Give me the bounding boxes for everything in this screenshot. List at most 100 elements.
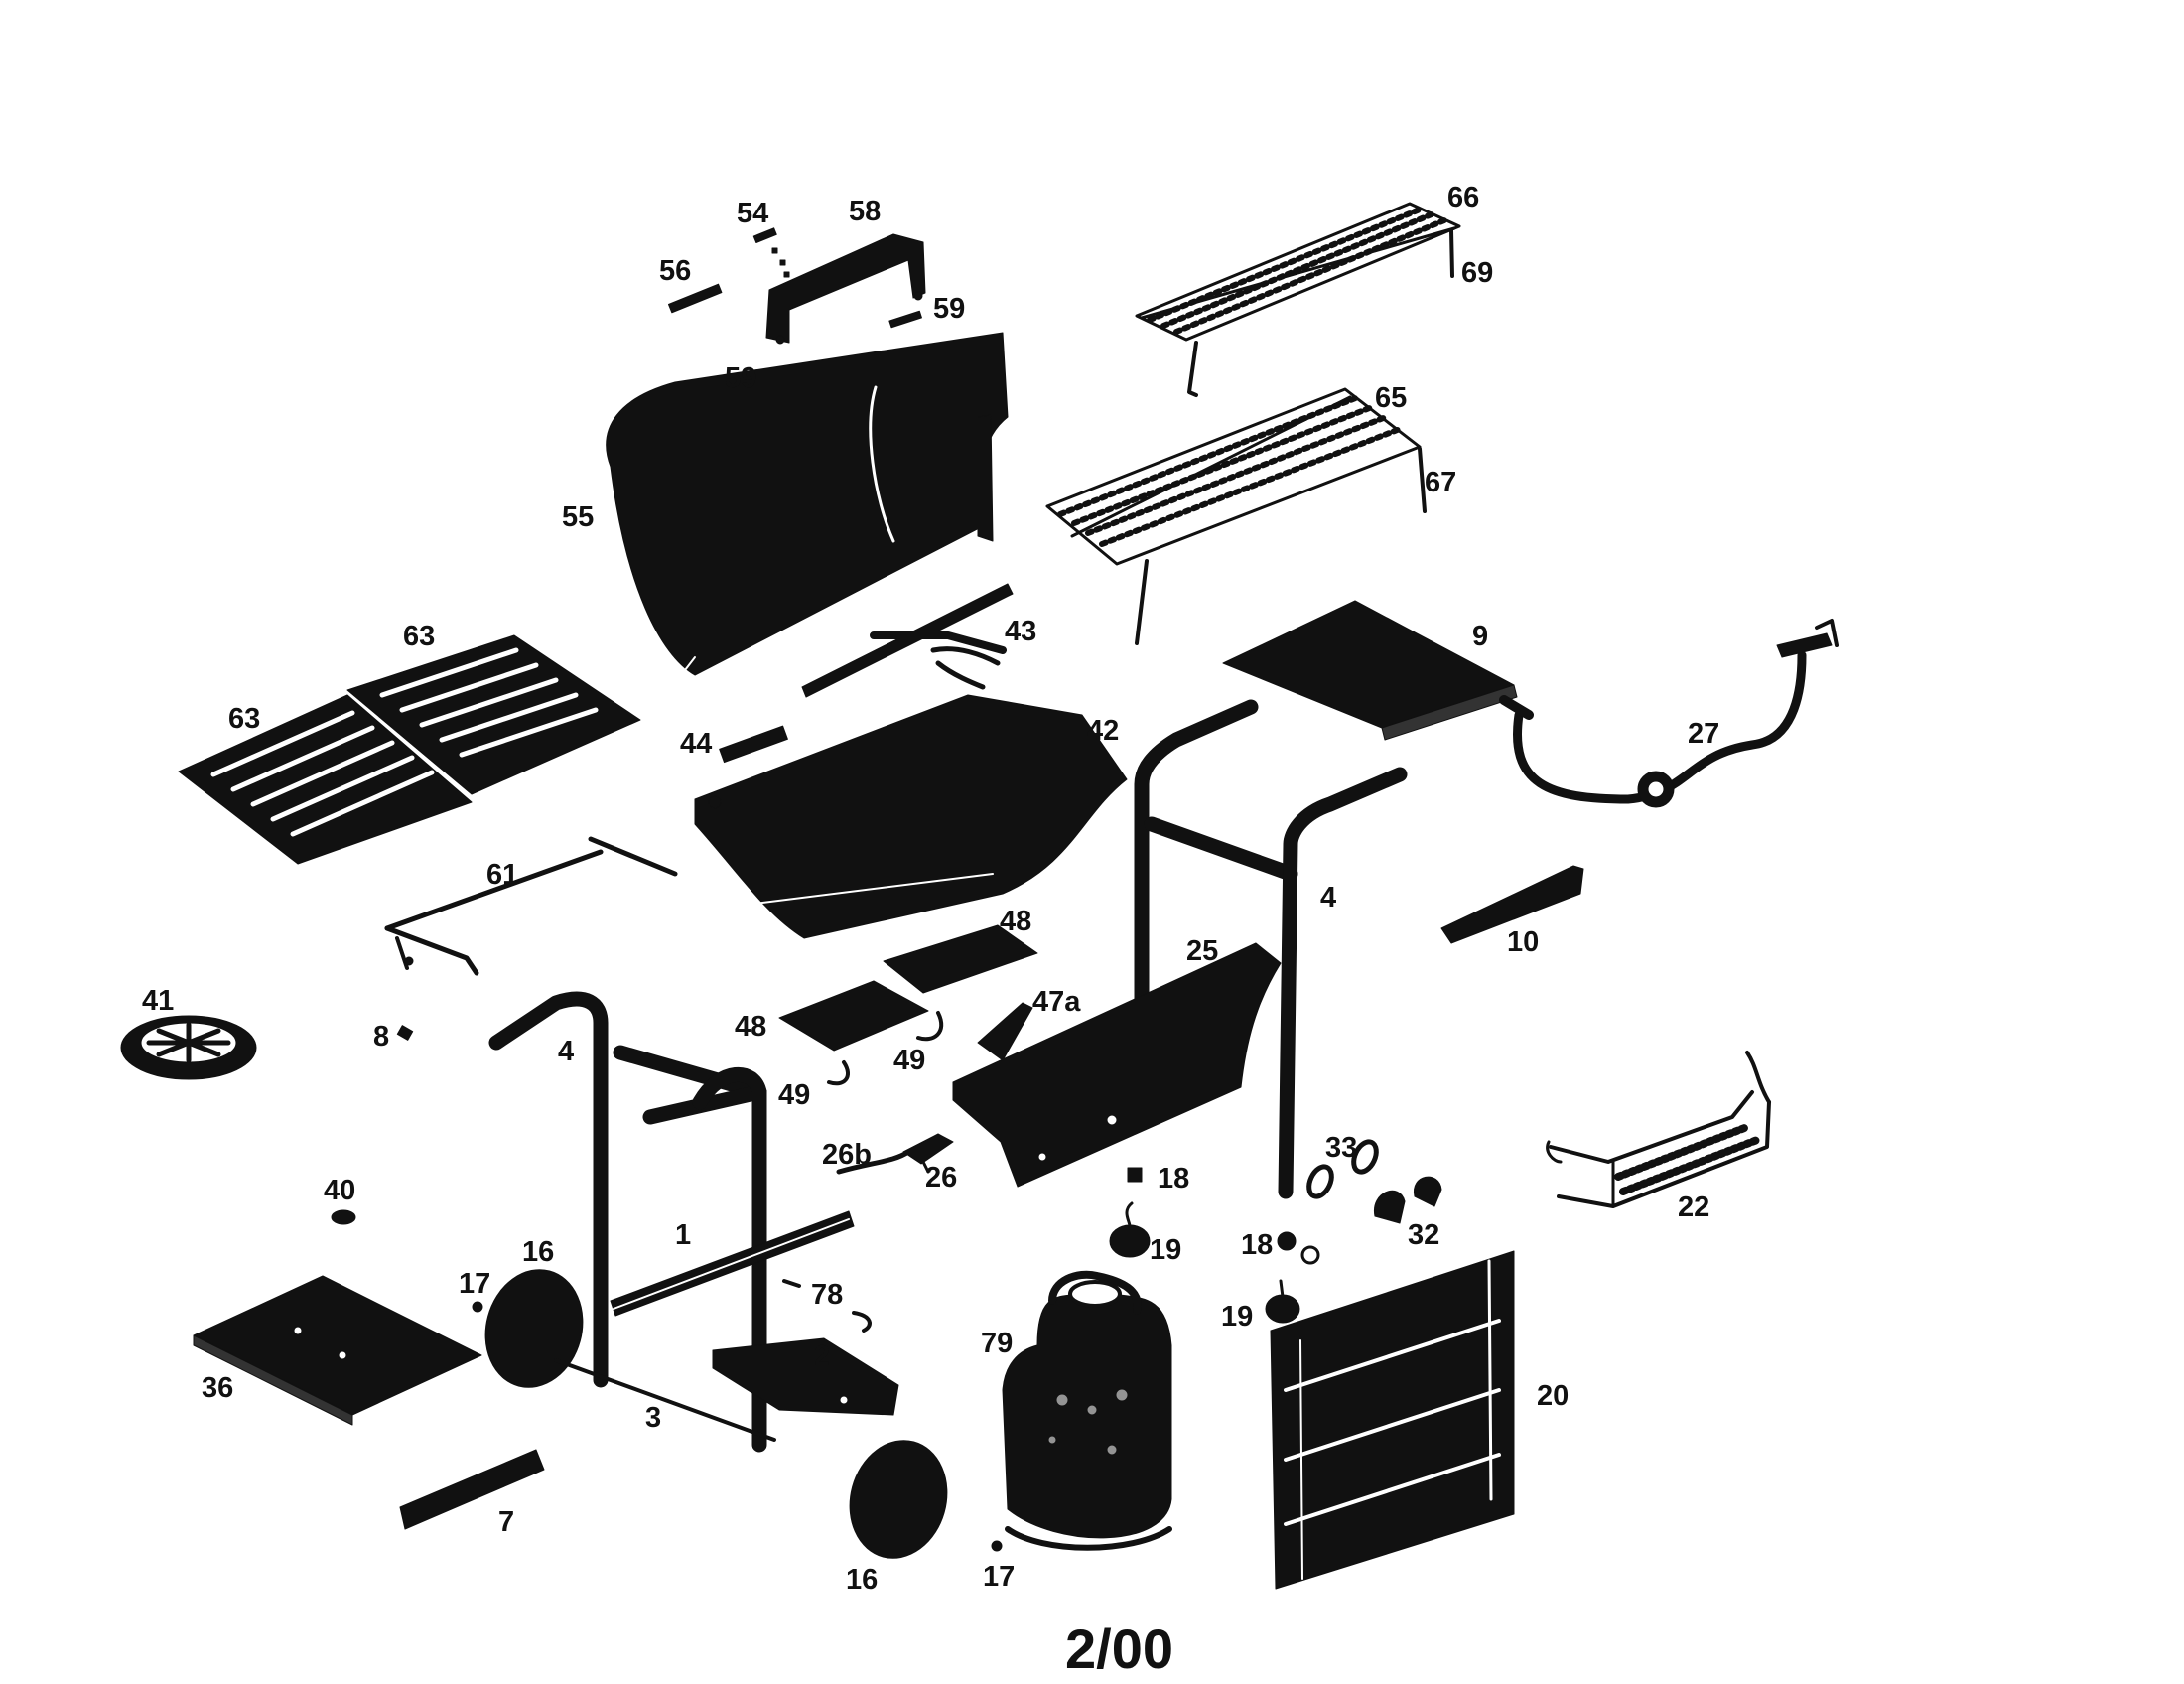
- label-part-22: 22: [1678, 1192, 1709, 1223]
- part-knob-19-b: [1265, 1279, 1300, 1324]
- label-part-8: 8: [373, 1021, 389, 1052]
- part-front-panel-10: [1440, 865, 1584, 944]
- part-burner-43: [801, 583, 1014, 698]
- label-part-7: 7: [498, 1506, 514, 1538]
- label-part-10: 10: [1507, 926, 1539, 958]
- label-part-4-right: 4: [1320, 882, 1336, 913]
- part-nut-18-b: [1277, 1231, 1297, 1251]
- part-plate-48-b: [778, 980, 929, 1052]
- part-screws-54: [752, 227, 790, 278]
- label-part-17-a: 17: [459, 1268, 490, 1300]
- part-wheel-16-b: [849, 1440, 948, 1559]
- part-heat-shield-44: [719, 725, 788, 764]
- label-part-58: 58: [849, 196, 881, 227]
- part-control-panel-25: [952, 942, 1282, 1188]
- part-spacer-59-a: [888, 310, 922, 329]
- label-part-4-left: 4: [558, 1036, 574, 1067]
- part-rotisserie-wheel-41: [120, 1015, 257, 1080]
- label-part-65: 65: [1375, 382, 1407, 414]
- label-part-79: 79: [981, 1328, 1013, 1359]
- part-propane-tank-79: [1002, 1270, 1172, 1551]
- label-part-18-a: 18: [1158, 1163, 1189, 1194]
- part-axle-3: [554, 1358, 776, 1442]
- part-knob-32: [1374, 1176, 1442, 1224]
- label-part-40: 40: [324, 1175, 355, 1206]
- label-part-56: 56: [659, 255, 691, 287]
- part-firebox-42: [694, 694, 1128, 939]
- label-part-44: 44: [680, 728, 712, 760]
- part-small-8: [396, 1025, 414, 1041]
- part-igniter-26: [836, 1133, 954, 1175]
- label-part-9: 9: [1472, 621, 1488, 652]
- part-warming-rack-66: [1135, 202, 1461, 397]
- part-lid-handle-58: [765, 233, 926, 345]
- part-bracket-7: [399, 1449, 545, 1530]
- part-wire-49-a: [827, 1060, 850, 1086]
- label-part-66: 66: [1447, 182, 1479, 213]
- part-knob-19-a: [1109, 1201, 1151, 1258]
- label-part-69: 69: [1461, 257, 1493, 289]
- label-part-48-a: 48: [1000, 906, 1031, 937]
- part-cart-frame-4-left: [488, 991, 767, 1453]
- label-part-55: 55: [562, 501, 594, 533]
- label-part-2: 2: [814, 1340, 830, 1372]
- label-part-26b: 26b: [822, 1139, 872, 1171]
- part-labels: 54 58 56 59 59 55 66 69 65 67 43 63 63 4…: [142, 182, 1719, 1596]
- label-part-20: 20: [1537, 1380, 1569, 1412]
- label-part-16-a: 16: [522, 1236, 554, 1268]
- label-part-47a: 47a: [1032, 986, 1081, 1018]
- part-cap-40: [331, 1209, 356, 1225]
- label-part-1: 1: [675, 1219, 691, 1251]
- label-part-59-a: 59: [933, 293, 965, 325]
- label-part-78: 78: [811, 1279, 843, 1311]
- label-part-41: 41: [142, 985, 174, 1017]
- label-part-19-b: 19: [1221, 1301, 1253, 1333]
- label-part-63-b: 63: [228, 703, 260, 735]
- part-wheel-cap-17-b: [991, 1540, 1003, 1552]
- label-part-25: 25: [1186, 935, 1218, 967]
- label-part-36: 36: [202, 1372, 233, 1404]
- label-part-43: 43: [1005, 616, 1036, 647]
- label-part-61: 61: [486, 859, 518, 891]
- label-part-42: 42: [1087, 715, 1119, 747]
- footer-date: 2/00: [1065, 1617, 1173, 1680]
- part-cross-brace-1: [610, 1210, 855, 1317]
- label-part-16-b: 16: [846, 1564, 878, 1596]
- label-part-67: 67: [1425, 467, 1456, 498]
- label-part-48-b: 48: [735, 1011, 766, 1043]
- part-wire-49-b: [916, 1011, 944, 1042]
- label-part-59-b: 59: [725, 362, 756, 394]
- part-lid-55: [606, 332, 1009, 676]
- part-base-bracket-2: [712, 1337, 899, 1416]
- part-igniter-bracket-61: [384, 836, 678, 976]
- part-hook-78: [782, 1279, 872, 1333]
- part-cooking-grates-63: [178, 634, 641, 865]
- label-part-18-b: 18: [1241, 1229, 1273, 1261]
- label-part-19-a: 19: [1150, 1234, 1181, 1266]
- label-part-27: 27: [1688, 718, 1719, 750]
- part-side-shelf-9: [1222, 600, 1518, 741]
- part-washer-18-b: [1300, 1245, 1320, 1265]
- part-regulator-hose-27: [1499, 619, 1839, 808]
- part-bracket-47a: [977, 1002, 1033, 1061]
- parts-drawing: [120, 202, 1839, 1590]
- part-cabinet-door-20: [1270, 1250, 1515, 1590]
- label-part-17-b: 17: [983, 1561, 1015, 1593]
- part-plate-48-a: [883, 924, 1038, 994]
- label-part-63-a: 63: [403, 621, 435, 652]
- label-part-49-a: 49: [893, 1045, 925, 1076]
- label-part-3: 3: [645, 1402, 661, 1434]
- label-part-49-b: 49: [778, 1079, 810, 1111]
- part-wheel-16-a: [484, 1269, 584, 1388]
- part-thermometer-56: [667, 283, 723, 314]
- part-bezel-33: [1306, 1139, 1379, 1199]
- label-part-33: 33: [1325, 1132, 1357, 1164]
- label-part-54: 54: [737, 198, 768, 229]
- part-condiment-basket-22: [1546, 1051, 1771, 1208]
- label-part-32: 32: [1408, 1219, 1439, 1251]
- label-part-26: 26: [925, 1162, 957, 1193]
- part-wheel-cap-17-a: [472, 1301, 483, 1313]
- part-cooking-rack-65: [1045, 387, 1427, 645]
- part-cart-frame-4-right: [1134, 699, 1408, 1199]
